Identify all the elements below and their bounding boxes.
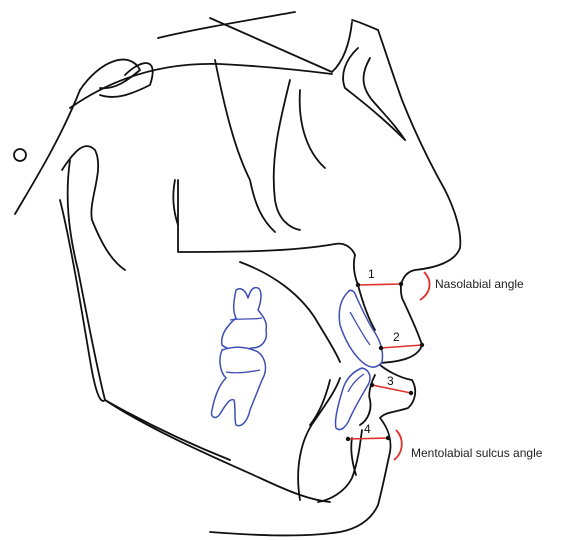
- gonial-curve: [92, 220, 125, 270]
- mentolabial-angle-arc: [394, 430, 402, 460]
- ear-rod-circle: [14, 149, 26, 161]
- measure-line-2: [381, 345, 422, 348]
- chin-soft-tissue: [351, 438, 356, 475]
- measure-1-point-left: [356, 283, 360, 287]
- hyoid-line: [105, 400, 230, 460]
- forehead-line: [352, 20, 378, 30]
- palatal-plane-line: [178, 180, 355, 255]
- teeth-group: [212, 288, 383, 430]
- mentolabial-angle-label: Mentolabial sulcus angle: [411, 446, 543, 460]
- measure-line-4: [348, 438, 388, 439]
- nasolabial-angle-arc: [420, 272, 430, 300]
- measure-4-point-left: [346, 437, 350, 441]
- nasolabial-angle-label: Nasolabial angle: [435, 277, 524, 291]
- measure-2-point-right: [420, 343, 424, 347]
- pterygoid-line: [215, 60, 275, 232]
- anterior-cranial-line: [70, 64, 332, 108]
- mandible-lower-border: [68, 160, 330, 502]
- measure-number-1: 1: [368, 267, 375, 281]
- measure-line-1: [358, 284, 401, 285]
- maxillary-sinus-line: [274, 80, 300, 230]
- symphysis-outer: [318, 430, 362, 502]
- nasal-inner-line: [364, 58, 406, 140]
- measure-3-point-left: [370, 383, 374, 387]
- skull-outline: [14, 12, 460, 535]
- measure-number-3: 3: [387, 374, 394, 388]
- measure-2-point-left: [379, 346, 383, 350]
- angle-annotations: Nasolabial angle Mentolabial sulcus angl…: [394, 272, 543, 460]
- key-ridge-line: [300, 90, 325, 168]
- symphysis-inner: [298, 378, 340, 500]
- lower-molar: [212, 347, 266, 425]
- measure-1-point-right: [399, 282, 403, 286]
- measure-number-2: 2: [393, 330, 400, 344]
- upper-incisor: [339, 290, 382, 367]
- measure-3-point-right: [409, 391, 413, 395]
- measure-4-point-right: [386, 436, 390, 440]
- measure-number-4: 4: [364, 422, 371, 436]
